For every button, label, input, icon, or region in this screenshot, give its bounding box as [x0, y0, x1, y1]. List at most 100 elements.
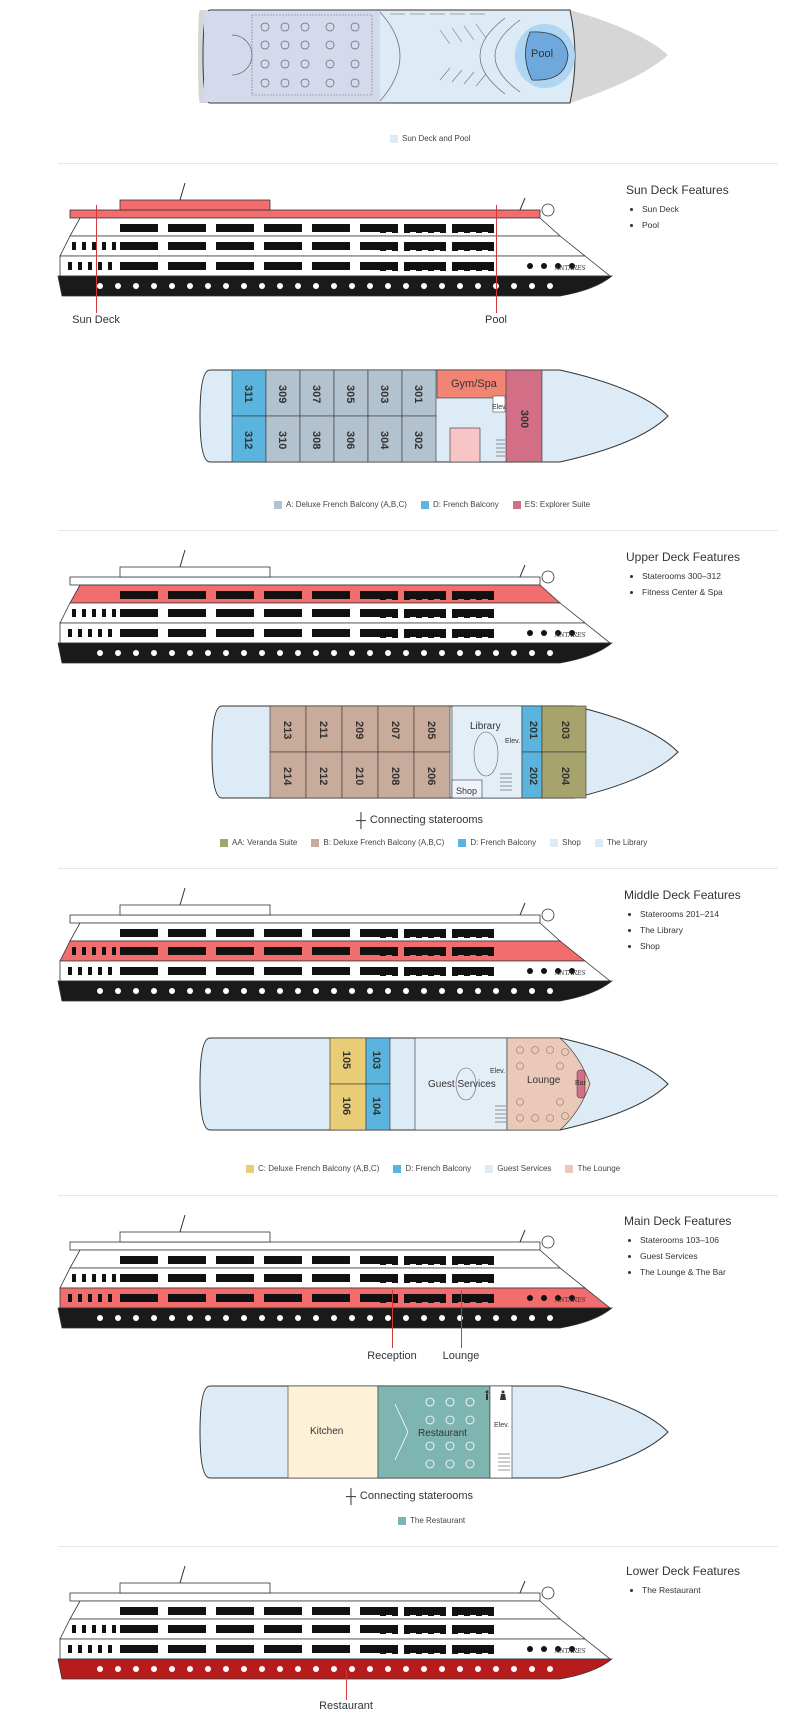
stateroom-204	[541, 751, 587, 799]
features-title: Upper Deck Features	[626, 550, 741, 564]
main-deck-ship-side: ANTARES	[0, 1210, 620, 1345]
legend-label: Guest Services	[497, 1164, 552, 1173]
gym-spa-label: Gym/Spa	[451, 378, 497, 390]
legend-swatch	[246, 1164, 254, 1173]
room-number-label: 209	[353, 721, 365, 739]
legend-item: Guest Services	[485, 1164, 551, 1173]
bar-label: Bar	[575, 1080, 586, 1087]
feature-item: Staterooms 103–106	[640, 1232, 731, 1248]
connecting-label: Connecting staterooms	[359, 1490, 474, 1502]
lounge-area	[506, 1037, 591, 1131]
feature-item: Shop	[640, 938, 741, 954]
legend-item: The Library	[594, 838, 648, 847]
room-number-label: 303	[378, 385, 390, 403]
explorer-suite-300	[505, 369, 543, 463]
stateroom-312	[231, 415, 267, 463]
legend-swatch	[220, 838, 228, 847]
room-number-label: 308	[310, 431, 322, 449]
room-number-label: 210	[353, 767, 365, 785]
room-103-label: 103	[370, 1050, 383, 1070]
legend-swatch	[485, 1164, 494, 1173]
restroom-icon	[485, 1390, 506, 1400]
feature-item: The Restaurant	[642, 1582, 740, 1598]
room-202-label: 202	[527, 766, 540, 786]
feature-item: Staterooms 300–312	[642, 568, 740, 584]
divider	[58, 1195, 778, 1196]
feature-item: Sun Deck	[642, 201, 729, 217]
stateroom-307	[299, 369, 335, 417]
pool-callout-line	[496, 205, 497, 313]
legend-item: The Lounge	[565, 1164, 620, 1173]
legend-swatch	[393, 1164, 402, 1173]
connecting-door-icon: ┼	[346, 1488, 356, 1504]
lounge-label: Lounge	[527, 1075, 561, 1086]
ship-name-label: ANTARES	[554, 1297, 586, 1304]
legend-item: Sun Deck and Pool	[390, 134, 471, 143]
legend-label: A: Deluxe French Balcony (A,B,C)	[286, 500, 407, 509]
legend-item: B: Deluxe French Balcony (A,B,C)	[311, 838, 444, 847]
stateroom-214	[269, 751, 307, 799]
stateroom-104	[365, 1083, 391, 1131]
stateroom-205	[413, 705, 451, 753]
legend-label: D: French Balcony	[470, 838, 537, 847]
room-number-label: 302	[412, 431, 424, 449]
room-number-label: 311	[242, 385, 254, 403]
elevator-icon: Elev.	[505, 738, 521, 745]
feature-item: Staterooms 201–214	[640, 906, 741, 922]
kitchen-label: Kitchen	[310, 1426, 344, 1437]
pool-callout: Pool	[484, 314, 508, 326]
stateroom-212	[305, 751, 343, 799]
stateroom-106	[329, 1083, 367, 1131]
features-title: Lower Deck Features	[626, 1564, 741, 1578]
main-deck-plan-drawing	[199, 1037, 669, 1131]
legend-label: D: French Balcony	[432, 500, 499, 509]
library-label: Library	[470, 721, 501, 732]
bar-counter	[576, 1069, 586, 1099]
legend-item: A: Deluxe French Balcony (A,B,C)	[274, 500, 407, 509]
sun-legend: Sun Deck and Pool	[390, 134, 471, 143]
stairs-icon	[496, 439, 505, 457]
middle-legend: AA: Veranda Suite B: Deluxe French Balco…	[220, 838, 647, 847]
stateroom-301	[401, 369, 437, 417]
legend-label: The Library	[606, 838, 648, 847]
room-105-label: 105	[340, 1050, 353, 1070]
pool-shape	[525, 31, 569, 81]
legend-swatch	[390, 134, 398, 143]
room-number-label: 301	[412, 385, 424, 403]
guest-services-label: Guest Services	[428, 1079, 496, 1090]
room-number-label: 211	[317, 721, 329, 739]
legend-item: D: French Balcony	[458, 838, 536, 847]
legend-item: ES: Explorer Suite	[512, 500, 590, 509]
suite-300-label: 300	[518, 409, 531, 429]
legend-item: D: French Balcony	[420, 500, 499, 509]
ship-elevation: ANTARES	[57, 1214, 614, 1329]
stairs-icon	[500, 773, 512, 791]
legend-swatch	[398, 1516, 406, 1525]
stateroom-311	[231, 369, 267, 417]
stateroom-302	[401, 415, 437, 463]
room-number-label: 206	[425, 767, 437, 785]
feature-item: Pool	[642, 217, 729, 233]
room-203-label: 203	[559, 720, 572, 740]
room-106-label: 106	[340, 1096, 353, 1116]
sun-deck-ship-side: ANTARES	[0, 178, 620, 313]
legend-label: C: Deluxe French Balcony (A,B,C)	[258, 1164, 380, 1173]
ship-name-label: ANTARES	[554, 1648, 586, 1655]
middle-deck-features: Middle Deck Features Staterooms 201–214 …	[624, 888, 741, 954]
reception-callout: Reception	[367, 1350, 417, 1362]
stateroom-105	[329, 1037, 367, 1085]
legend-swatch	[550, 838, 559, 847]
room-number-label: 306	[344, 431, 356, 449]
upper-legend: A: Deluxe French Balcony (A,B,C) D: Fren…	[274, 500, 590, 509]
legend-item: AA: Veranda Suite	[220, 838, 297, 847]
divider	[58, 868, 778, 869]
room-104-label: 104	[370, 1096, 383, 1116]
legend-label: AA: Veranda Suite	[232, 838, 298, 847]
legend-label: Shop	[562, 838, 581, 847]
legend-swatch	[458, 838, 467, 847]
room-number-label: 213	[281, 721, 293, 739]
ship-elevation: ANTARES	[57, 182, 614, 297]
kitchen-area	[287, 1385, 379, 1479]
room-number-label: 310	[276, 431, 288, 449]
